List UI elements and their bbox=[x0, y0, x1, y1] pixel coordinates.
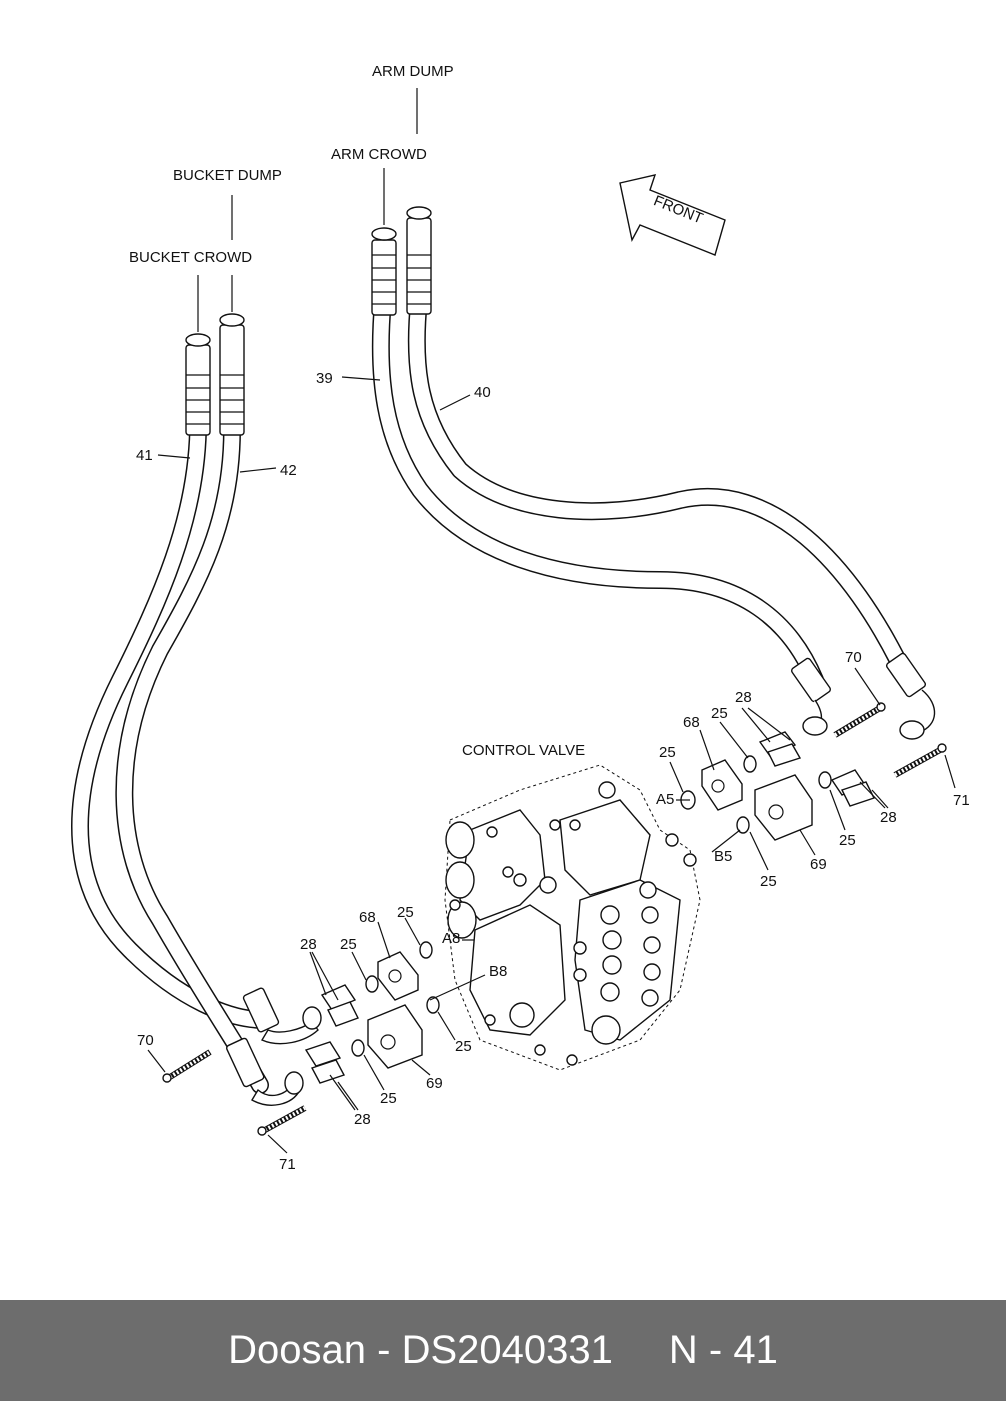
part-28-left: 28 bbox=[300, 936, 317, 953]
arm-hose-lower-fittings bbox=[790, 652, 936, 740]
part-25-left4: 25 bbox=[380, 1090, 397, 1107]
split-flange-28-right-bottom bbox=[830, 769, 875, 807]
bolt-70-left bbox=[162, 1049, 212, 1083]
arm-dump-fitting bbox=[406, 206, 432, 315]
part-28-top: 28 bbox=[735, 689, 752, 706]
split-flange-28-right-top bbox=[758, 731, 802, 767]
leader-lines bbox=[147, 88, 956, 1154]
bolt-71-right bbox=[893, 743, 947, 778]
port-a8: A8 bbox=[442, 930, 460, 947]
label-bucket-crowd: BUCKET CROWD bbox=[129, 249, 252, 266]
part-42: 42 bbox=[280, 462, 297, 479]
part-25-b5: 25 bbox=[760, 873, 777, 890]
hose-42 bbox=[115, 421, 269, 1094]
part-41: 41 bbox=[136, 447, 153, 464]
split-flange-28-left-bottom bbox=[304, 1041, 346, 1084]
hydraulic-hose-diagram: FRONT bbox=[71, 63, 970, 1173]
bolt-70-right bbox=[833, 702, 886, 738]
split-flange-28-left-top bbox=[320, 984, 359, 1027]
part-25-left2: 25 bbox=[340, 936, 357, 953]
hose-40 bbox=[407, 291, 914, 684]
port-b8: B8 bbox=[489, 963, 507, 980]
part-25-right: 25 bbox=[839, 832, 856, 849]
hose-39 bbox=[371, 291, 824, 689]
part-71-right: 71 bbox=[953, 792, 970, 809]
flange-block-69-left bbox=[367, 1004, 423, 1069]
part-39: 39 bbox=[316, 370, 333, 387]
control-valve bbox=[444, 764, 701, 1071]
part-40: 40 bbox=[474, 384, 491, 401]
part-28-bottom: 28 bbox=[354, 1111, 371, 1128]
label-arm-dump: ARM DUMP bbox=[372, 63, 454, 80]
part-69-right: 69 bbox=[810, 856, 827, 873]
port-a5: A5 bbox=[656, 791, 674, 808]
part-71-bottom: 71 bbox=[279, 1156, 296, 1173]
part-25-left1: 25 bbox=[397, 904, 414, 921]
label-arm-crowd: ARM CROWD bbox=[331, 146, 427, 163]
label-control-valve: CONTROL VALVE bbox=[462, 742, 585, 759]
flange-block-68-right bbox=[701, 759, 743, 811]
part-70-top: 70 bbox=[845, 649, 862, 666]
part-70-left: 70 bbox=[137, 1032, 154, 1049]
flange-block-69-right bbox=[754, 774, 813, 841]
part-68-left: 68 bbox=[359, 909, 376, 926]
arm-crowd-fitting bbox=[371, 227, 397, 316]
bucket-dump-fitting bbox=[219, 313, 245, 436]
port-b5: B5 bbox=[714, 848, 732, 865]
bolt-71-left bbox=[257, 1105, 307, 1136]
part-28-right: 28 bbox=[880, 809, 897, 826]
flange-block-68-left bbox=[377, 951, 419, 1001]
orings-left bbox=[351, 941, 440, 1057]
footer-brand-part: Doosan - DS2040331 bbox=[228, 1328, 613, 1372]
hose-41 bbox=[71, 421, 274, 1029]
footer-page-number: N - 41 bbox=[668, 1328, 778, 1372]
label-bucket-dump: BUCKET DUMP bbox=[173, 167, 282, 184]
part-68-top: 68 bbox=[683, 714, 700, 731]
part-69-left: 69 bbox=[426, 1075, 443, 1092]
bucket-crowd-fitting bbox=[185, 333, 211, 436]
footer-bar: Doosan - DS2040331 N - 41 bbox=[0, 1300, 1006, 1401]
part-25-top2: 25 bbox=[659, 744, 676, 761]
part-25-top: 25 bbox=[711, 705, 728, 722]
bucket-hose-lower-fittings bbox=[226, 987, 322, 1106]
front-arrow: FRONT bbox=[619, 174, 726, 256]
part-25-left3: 25 bbox=[455, 1038, 472, 1055]
